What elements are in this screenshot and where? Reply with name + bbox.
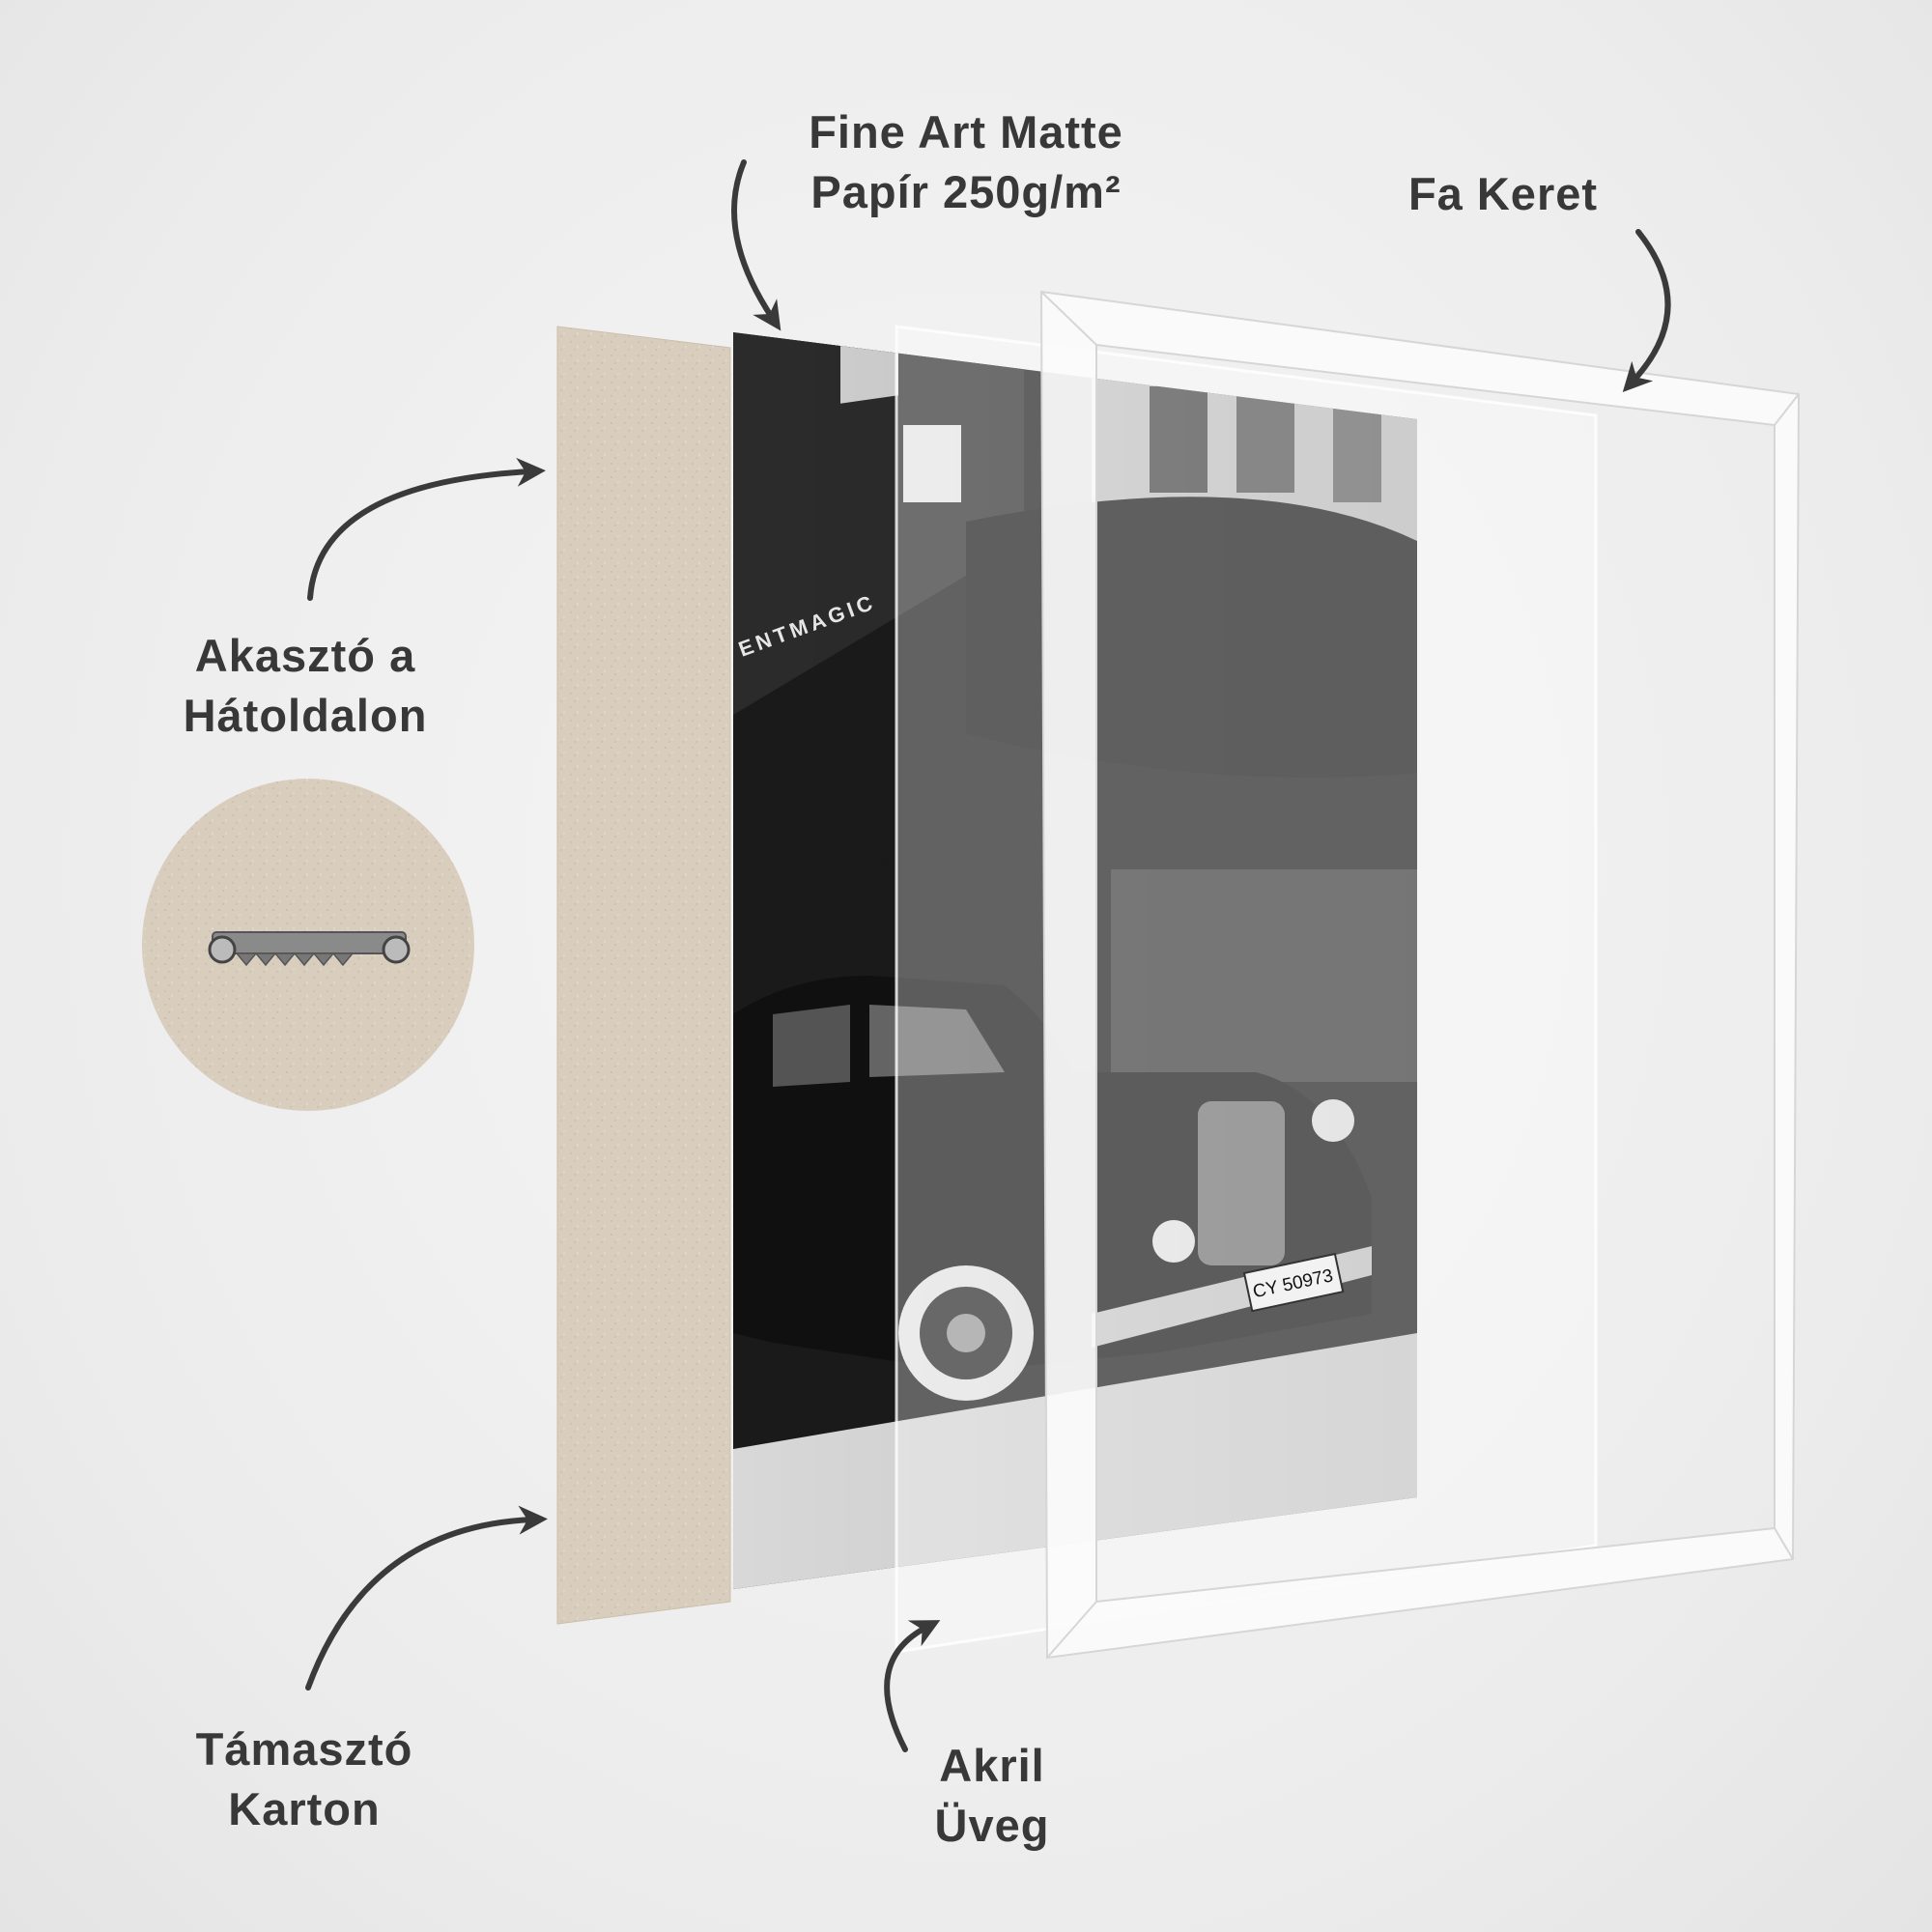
paper-label-line1: Fine Art Matte (809, 106, 1123, 157)
hanger-detail (142, 779, 474, 1111)
sawtooth-hanger-icon (208, 931, 411, 967)
backing-cardboard (556, 326, 731, 1625)
hanger-label-line1: Akasztó a (194, 630, 416, 681)
hanger-label: Akasztó a Hátoldalon (184, 626, 428, 746)
acrylic-glass (895, 325, 1598, 1654)
curved-arrow-icon (884, 1620, 941, 1752)
paper-label: Fine Art Matte Papír 250g/m² (809, 102, 1123, 222)
hanger-label-line2: Hátoldalon (183, 690, 428, 741)
acrylic-label-line2: Üveg (934, 1800, 1050, 1851)
frame-label: Fa Keret (1408, 164, 1598, 224)
curved-arrow-icon (307, 457, 546, 601)
acrylic-label: Akril Üveg (935, 1736, 1050, 1856)
curved-arrow-icon (731, 159, 781, 331)
backing-label-line2: Karton (228, 1783, 381, 1834)
frame-label-line1: Fa Keret (1407, 168, 1599, 219)
backing-label: Támasztó Karton (196, 1719, 413, 1839)
curved-arrow-icon (305, 1505, 548, 1690)
license-plate (1242, 1252, 1345, 1313)
curved-arrow-icon (1622, 229, 1671, 392)
paper-label-line2: Papír 250g/m² (810, 166, 1122, 217)
wooden-frame (1039, 290, 1801, 1660)
backing-label-line1: Támasztó (195, 1723, 413, 1775)
acrylic-label-line1: Akril (939, 1740, 1045, 1791)
